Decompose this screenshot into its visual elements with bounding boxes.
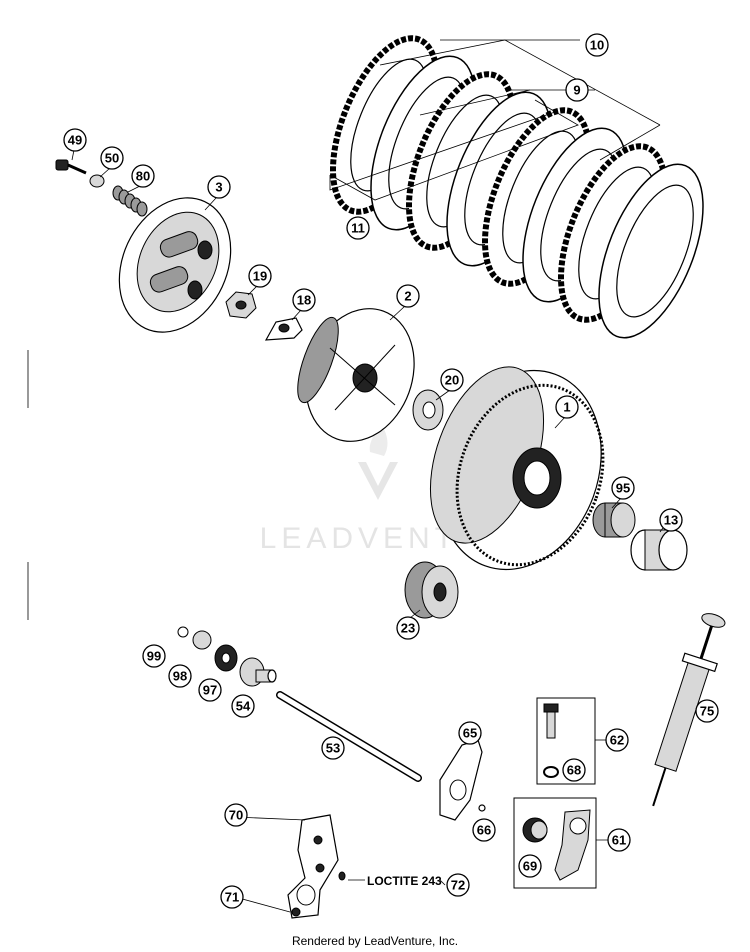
callout-50: 50 <box>100 146 124 170</box>
callout-49: 49 <box>63 128 87 152</box>
bushing-13 <box>630 529 688 571</box>
callout-18: 18 <box>292 288 316 312</box>
callout-20: 20 <box>440 368 464 392</box>
callout-72: 72 <box>446 873 470 897</box>
spring-coil <box>136 201 148 217</box>
callout-53: 53 <box>321 736 345 760</box>
callout-label: 49 <box>68 133 82 148</box>
callout-3: 3 <box>207 175 231 199</box>
ball-66 <box>478 804 486 812</box>
callout-label: 69 <box>523 859 537 874</box>
clutch-basket <box>429 366 605 571</box>
callout-label: 72 <box>451 878 465 893</box>
callout-label: 65 <box>463 726 477 741</box>
bolt-49 <box>55 159 87 175</box>
callout-label: 53 <box>326 741 340 756</box>
spring-80 <box>112 185 148 217</box>
callout-label: 70 <box>229 808 243 823</box>
callout-62: 62 <box>605 728 629 752</box>
callout-65: 65 <box>458 721 482 745</box>
callout-23: 23 <box>396 616 420 640</box>
callout-66: 66 <box>472 818 496 842</box>
bearing-97 <box>214 644 238 672</box>
primary-gear-23 <box>404 561 459 619</box>
pressure-plate <box>118 197 232 333</box>
washer-98 <box>192 630 212 650</box>
callout-label: 3 <box>215 180 222 195</box>
callout-label: 10 <box>590 38 604 53</box>
callout-13: 13 <box>659 508 683 532</box>
callout-label: 68 <box>567 763 581 778</box>
callout-99: 99 <box>142 644 166 668</box>
callout-label: 71 <box>225 890 239 905</box>
callout-95: 95 <box>611 476 635 500</box>
bleeder-kit-box <box>536 697 596 785</box>
callout-label: 2 <box>404 289 411 304</box>
needle-bearing-95 <box>592 502 636 538</box>
clutch-disc-stack <box>329 35 704 339</box>
callout-label: 13 <box>664 513 678 528</box>
callout-label: 23 <box>401 621 415 636</box>
push-piece-54 <box>239 657 277 687</box>
callout-69: 69 <box>518 854 542 878</box>
callout-80: 80 <box>131 164 155 188</box>
callout-54: 54 <box>231 694 255 718</box>
callout-label: 62 <box>610 733 624 748</box>
lock-washer-18 <box>264 317 303 341</box>
callout-19: 19 <box>248 264 272 288</box>
slave-cylinder-box <box>513 797 597 889</box>
callout-10: 10 <box>585 33 609 57</box>
callout-9: 9 <box>565 78 589 102</box>
callout-75: 75 <box>695 699 719 723</box>
callout-label: 75 <box>700 704 714 719</box>
footer-credit: Rendered by LeadVenture, Inc. <box>292 934 458 948</box>
callout-label: 19 <box>253 269 267 284</box>
callout-label: 66 <box>477 823 491 838</box>
loctite-note: LOCTITE 243 <box>367 874 442 888</box>
callout-group: 10 9 11 49 50 80 3 19 18 2 20 1 95 13 23 99 98 97 54 53 65 66… <box>63 33 719 909</box>
callout-label: 54 <box>236 699 251 714</box>
circlip-99 <box>177 626 189 638</box>
callout-68: 68 <box>562 758 586 782</box>
washer-50 <box>89 174 105 188</box>
bracket-70-71 <box>287 814 346 919</box>
callout-61: 61 <box>607 828 631 852</box>
callout-11: 11 <box>346 216 370 240</box>
steel-disc <box>598 163 704 339</box>
callout-71: 71 <box>220 885 244 909</box>
inner-clutch-hub <box>297 308 415 442</box>
callout-label: 1 <box>563 400 570 415</box>
callout-label: 20 <box>445 373 459 388</box>
callout-98: 98 <box>168 664 192 688</box>
callout-label: 99 <box>147 649 161 664</box>
callout-2: 2 <box>396 284 420 308</box>
callout-label: 97 <box>203 683 217 698</box>
callout-label: 61 <box>612 833 626 848</box>
callout-70: 70 <box>224 803 248 827</box>
syringe-75 <box>652 613 726 807</box>
callout-97: 97 <box>198 678 222 702</box>
callout-label: 80 <box>136 169 150 184</box>
callout-label: 95 <box>616 481 630 496</box>
callout-label: 11 <box>351 221 365 236</box>
callout-label: 98 <box>173 669 187 684</box>
callout-label: 9 <box>573 83 580 98</box>
callout-label: 18 <box>297 293 311 308</box>
callout-label: 50 <box>105 151 119 166</box>
callout-1: 1 <box>555 395 579 419</box>
gasket-65 <box>439 739 483 821</box>
thrust-washer-20 <box>412 389 444 431</box>
